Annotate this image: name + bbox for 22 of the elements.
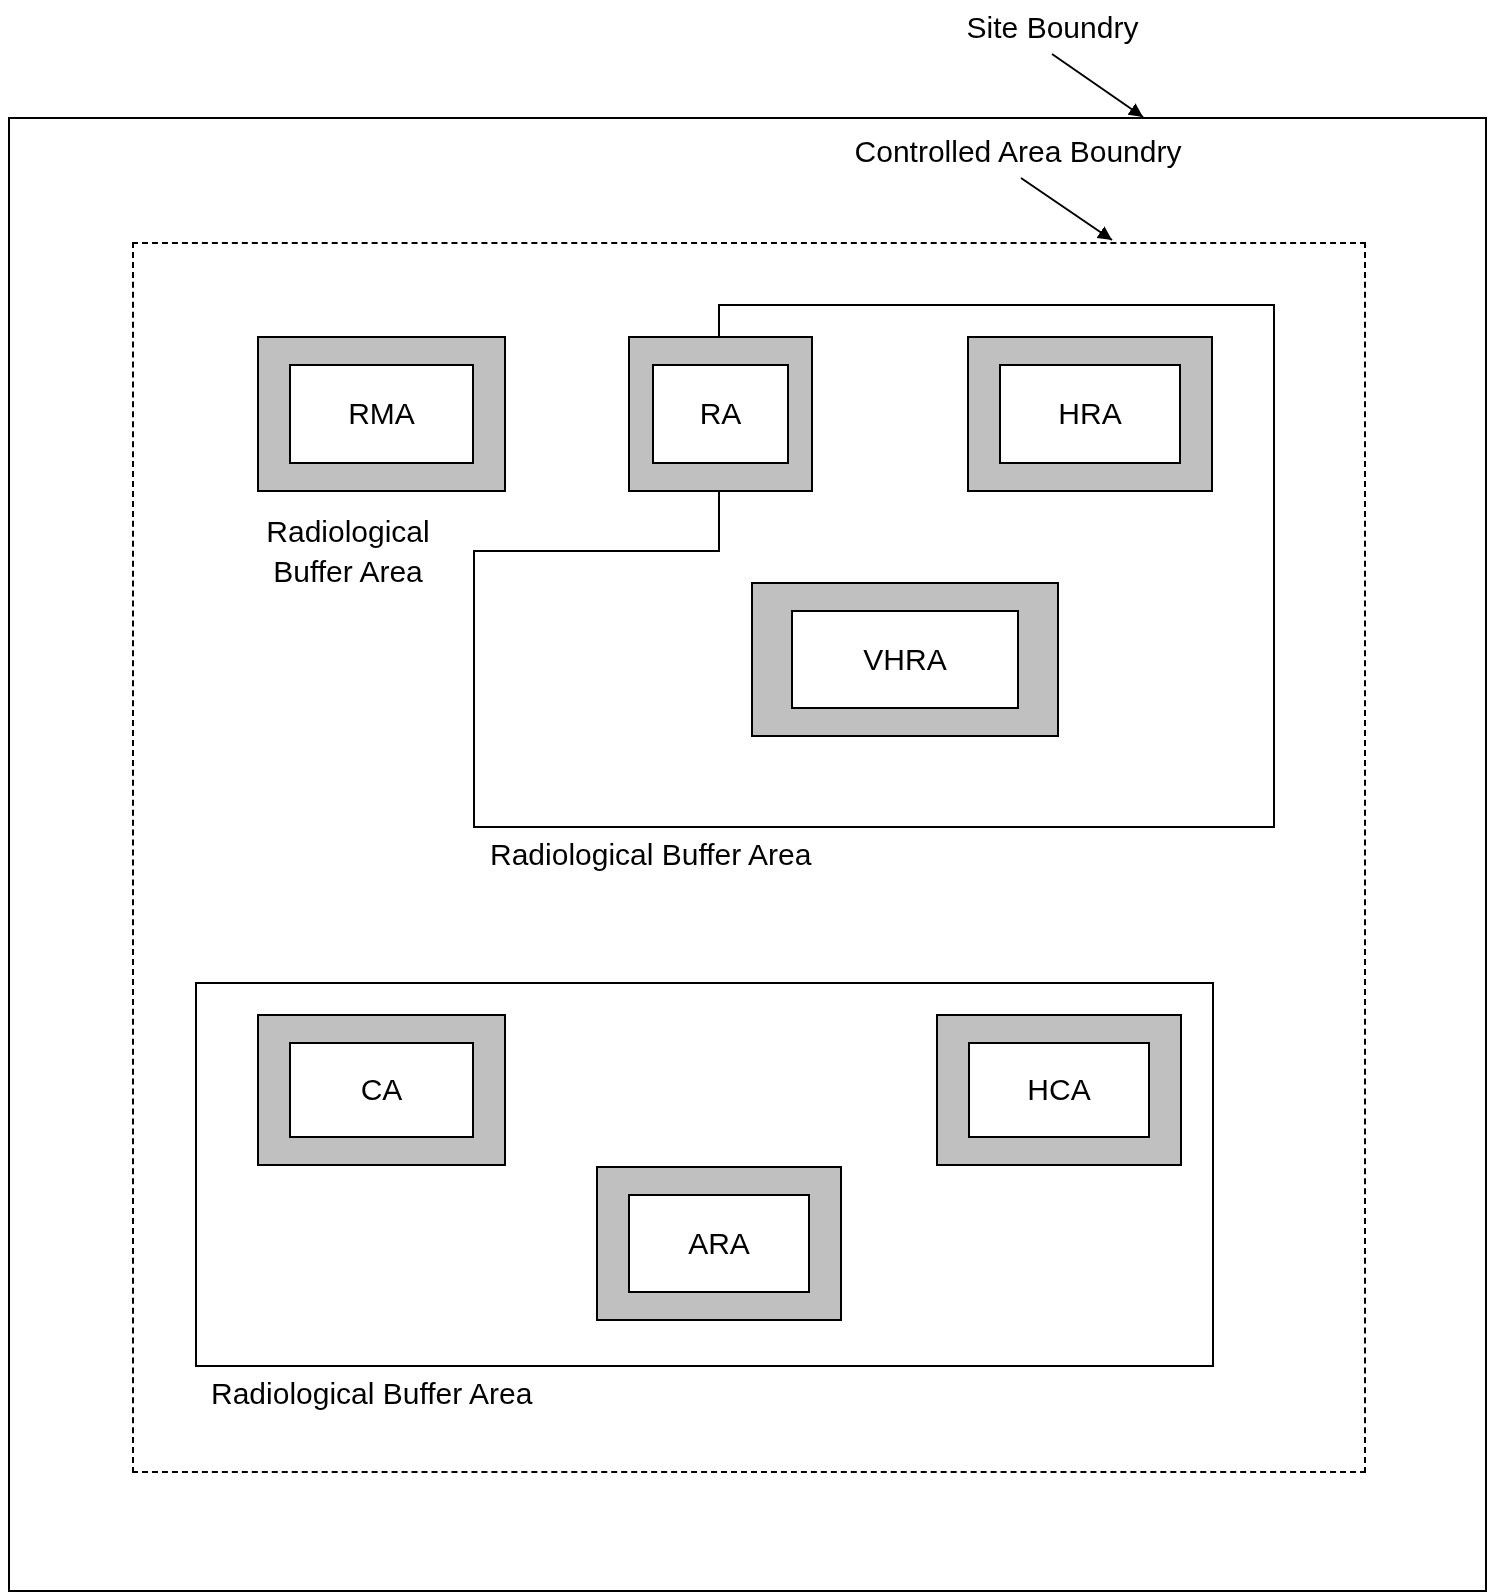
area-caption: Radiological Buffer Area (211, 1376, 533, 1412)
area-label: HRA (999, 364, 1181, 464)
area-label: RMA (289, 364, 474, 464)
boundary-label: Site Boundry (950, 8, 1155, 48)
buffer-frame (257, 1014, 506, 1166)
leader-arrow (1020, 177, 1113, 241)
boundary-label: Controlled Area Boundry (828, 132, 1208, 172)
buffer-frame (751, 582, 1059, 737)
dashed-boundary (132, 242, 1366, 1473)
buffer-frame (596, 1166, 842, 1321)
area-label: ARA (628, 1194, 810, 1293)
area-label: VHRA (791, 610, 1019, 709)
buffer-frame (967, 336, 1213, 492)
buffer-frame (628, 336, 813, 492)
area-label: RA (652, 364, 789, 464)
area-caption: Radiological Buffer Area (490, 837, 812, 873)
boundary-rectangle (8, 117, 1487, 1592)
buffer-frame (936, 1014, 1182, 1166)
area-caption: Radiological Buffer Area (265, 514, 431, 590)
area-label: CA (289, 1042, 474, 1138)
leader-arrow (1051, 53, 1144, 118)
area-label: HCA (968, 1042, 1150, 1138)
